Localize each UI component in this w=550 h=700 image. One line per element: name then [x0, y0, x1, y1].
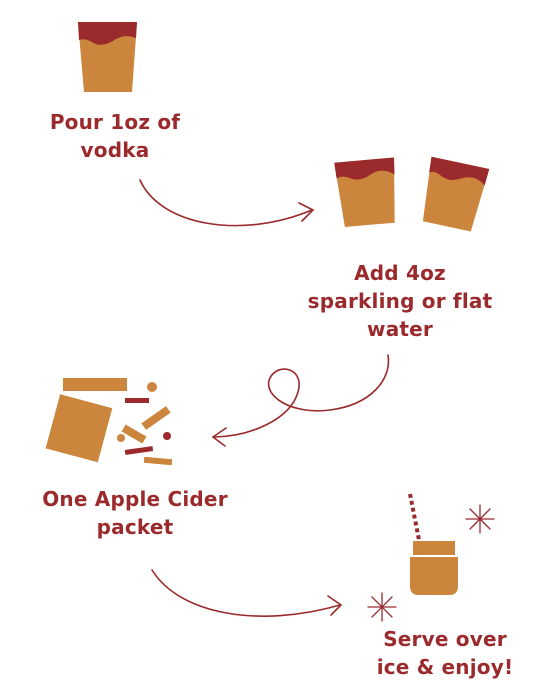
mason-jar-icon: [408, 493, 458, 595]
curved-arrow-icon: [211, 354, 390, 447]
step-3-line-2: packet: [96, 515, 174, 539]
step-3-line-1: One Apple Cider: [42, 487, 228, 511]
water-glasses-icon: [334, 156, 490, 232]
vodka-glass-icon: [78, 22, 137, 92]
step-1-line-2: vodka: [80, 138, 150, 162]
step-4-text: Serve over ice & enjoy!: [370, 625, 520, 681]
step-1-line-1: Pour 1oz of: [49, 110, 181, 134]
curved-arrow-icon: [151, 569, 343, 617]
step-3-text: One Apple Cider packet: [25, 485, 245, 541]
curved-arrow-icon: [139, 179, 315, 227]
sparkle-icon: [465, 504, 495, 534]
sparkle-icon: [367, 592, 397, 622]
step-4-line-2: ice & enjoy!: [376, 655, 514, 679]
cider-packet-icon: [45, 378, 173, 466]
step-2-text: Add 4oz sparkling or flat water: [300, 259, 500, 343]
step-4-line-1: Serve over: [383, 627, 507, 651]
step-2-line-3: water: [367, 317, 433, 341]
step-2-line-1: Add 4oz: [354, 261, 446, 285]
step-2-line-2: sparkling or flat: [307, 289, 493, 313]
step-1-text: Pour 1oz of vodka: [35, 108, 195, 164]
